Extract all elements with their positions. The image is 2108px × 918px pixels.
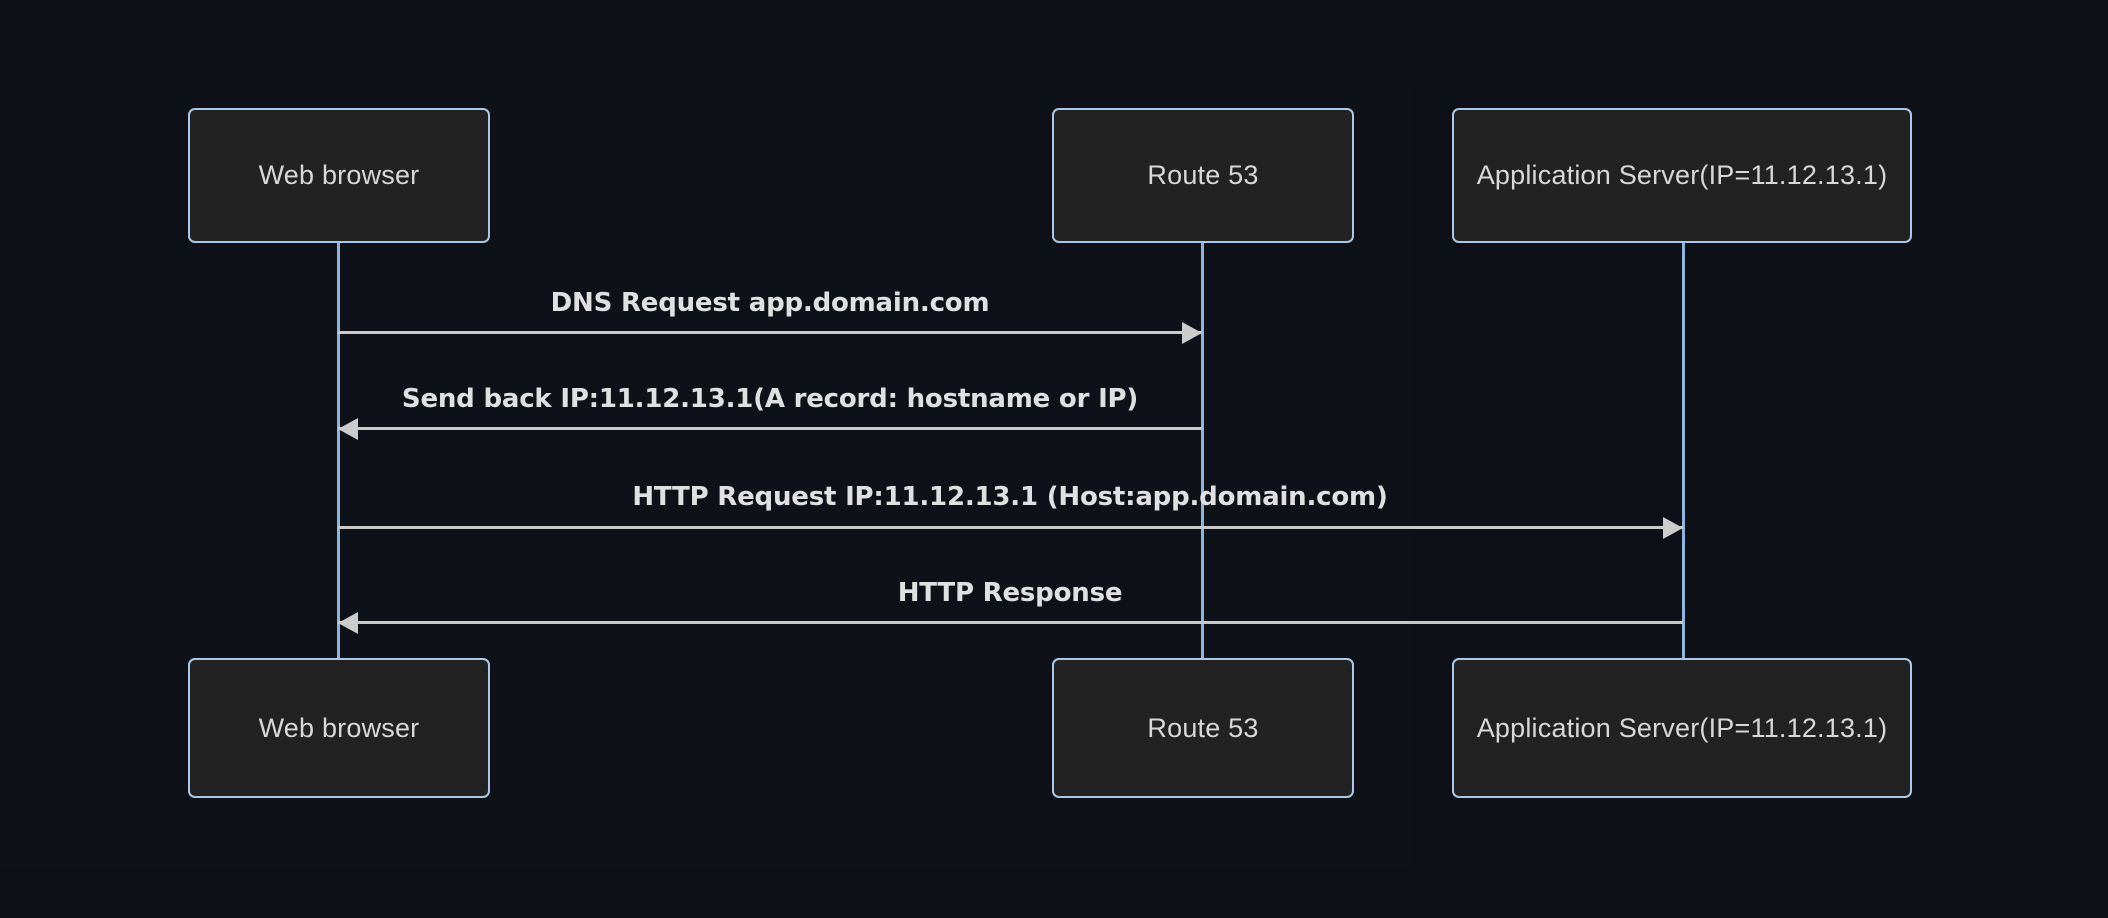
participant-label: Route 53 [1147, 712, 1259, 743]
participant-label: Application Server(IP=11.12.13.1) [1476, 712, 1888, 743]
message-line-1 [338, 331, 1202, 334]
message-arrowhead-1 [1182, 322, 1202, 344]
message-arrowhead-3 [1663, 517, 1683, 539]
message-line-4 [338, 621, 1683, 624]
message-label-3: HTTP Request IP:11.12.13.1 (Host:app.dom… [632, 482, 1388, 512]
participant-box-route53-top[interactable]: Route 53 [1052, 108, 1354, 243]
participant-box-appserver-bottom[interactable]: Application Server(IP=11.12.13.1) [1452, 658, 1912, 798]
participant-label: Application Server(IP=11.12.13.1) [1476, 160, 1888, 190]
participant-label: Route 53 [1147, 160, 1259, 190]
message-label-2: Send back IP:11.12.13.1(A record: hostna… [401, 384, 1139, 414]
participant-box-appserver-top[interactable]: Application Server(IP=11.12.13.1) [1452, 108, 1912, 243]
message-label-4: HTTP Response [897, 578, 1123, 608]
message-line-2 [338, 427, 1202, 430]
participant-box-browser-top[interactable]: Web browser [188, 108, 490, 243]
lifeline-route53 [1201, 243, 1204, 658]
message-line-3 [338, 526, 1683, 529]
message-arrowhead-2 [338, 418, 358, 440]
participant-label: Web browser [258, 712, 420, 743]
participant-box-browser-bottom[interactable]: Web browser [188, 658, 490, 798]
message-label-1: DNS Request app.domain.com [550, 288, 990, 318]
message-arrowhead-4 [338, 612, 358, 634]
participant-box-route53-bottom[interactable]: Route 53 [1052, 658, 1354, 798]
participant-label: Web browser [258, 160, 420, 190]
lifeline-browser [337, 243, 340, 658]
lifeline-appserver [1682, 243, 1685, 658]
